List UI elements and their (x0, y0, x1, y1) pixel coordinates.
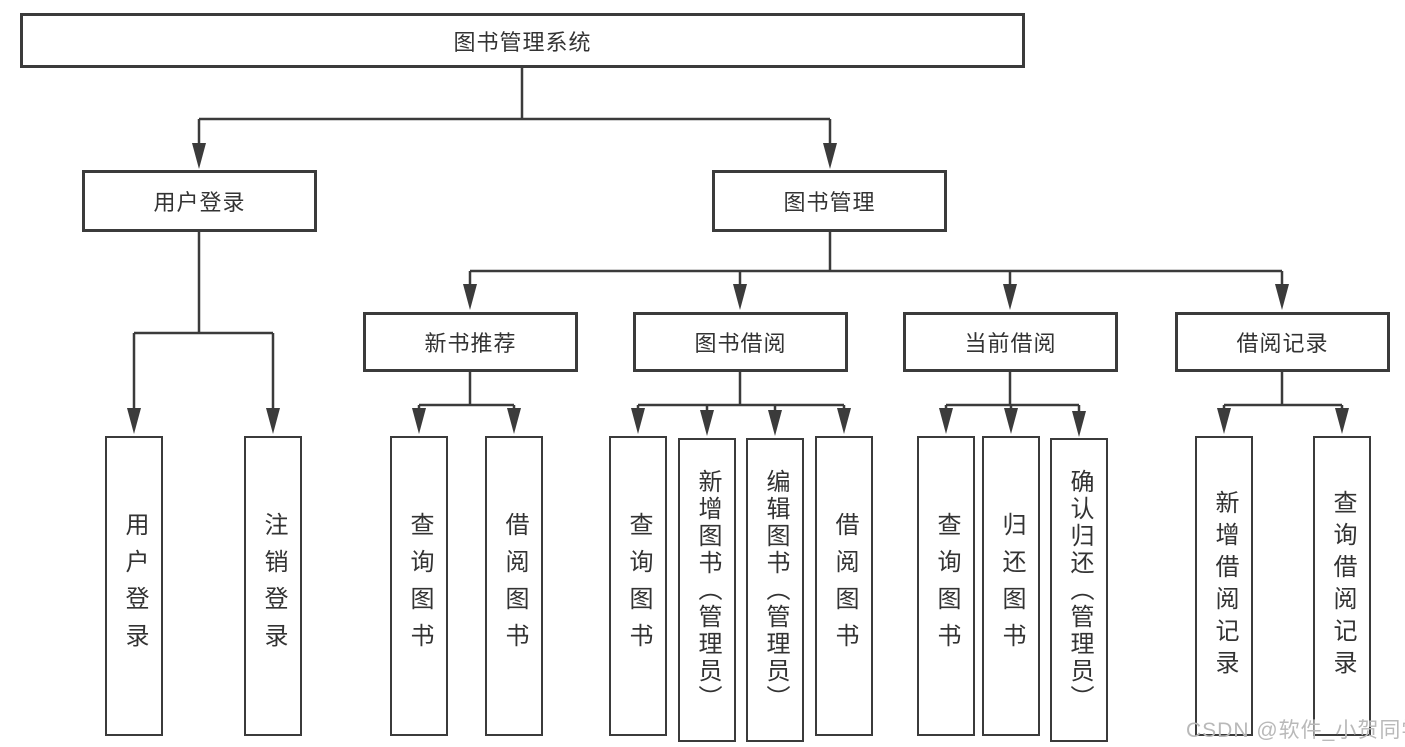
csdn-watermark: CSDN @软件_小贺同学 (1186, 719, 1405, 742)
node-book-borrowing: 图书借阅 (633, 312, 848, 372)
leaf-logout: 注销登录 (244, 436, 302, 736)
leaf-query-books-current: 查询图书 (917, 436, 975, 736)
node-label: 用户登录 (153, 190, 246, 215)
node-label: 注销登录 (260, 512, 287, 660)
node-label: 图书借阅 (694, 331, 787, 356)
node-label: 借阅图书 (501, 512, 528, 660)
leaf-borrow-books-borrowing: 借阅图书 (815, 436, 873, 736)
node-label: 图书管理系统 (453, 29, 592, 55)
node-borrowing-records: 借阅记录 (1175, 312, 1390, 372)
leaf-query-books-borrowing: 查询图书 (609, 436, 667, 736)
node-label: 查询图书 (625, 512, 652, 660)
node-user-login: 用户登录 (82, 170, 317, 232)
node-current-borrowing: 当前借阅 (903, 312, 1118, 372)
node-label: 用户登录 (121, 512, 148, 660)
node-label: 查询借阅记录 (1329, 490, 1356, 682)
leaf-query-books-recommend: 查询图书 (390, 436, 448, 736)
leaf-user-login: 用户登录 (105, 436, 163, 736)
node-label: 图书管理 (783, 190, 876, 215)
node-label: 查询图书 (406, 512, 433, 660)
node-label: 归还图书 (998, 512, 1025, 660)
leaf-confirm-return-admin: 确认归还（管理员） (1050, 438, 1108, 742)
node-label: 确认归还（管理员） (1066, 468, 1093, 712)
node-label: 当前借阅 (964, 331, 1057, 356)
node-label: 查询图书 (933, 512, 960, 660)
node-new-book-recommend: 新书推荐 (363, 312, 578, 372)
leaf-add-book-admin: 新增图书（管理员） (678, 438, 736, 742)
node-book-management: 图书管理 (712, 170, 947, 232)
leaf-add-borrowing-record: 新增借阅记录 (1195, 436, 1253, 736)
leaf-borrow-books-recommend: 借阅图书 (485, 436, 543, 736)
node-label: 新增借阅记录 (1211, 490, 1238, 682)
node-library-management-system: 图书管理系统 (20, 13, 1025, 68)
node-label: 编辑图书（管理员） (762, 468, 789, 712)
leaf-return-books: 归还图书 (982, 436, 1040, 736)
node-label: 借阅记录 (1236, 331, 1329, 356)
node-label: 新增图书（管理员） (694, 468, 721, 712)
leaf-query-borrowing-record: 查询借阅记录 (1313, 436, 1371, 736)
node-label: 借阅图书 (831, 512, 858, 660)
node-label: 新书推荐 (424, 331, 517, 356)
leaf-edit-book-admin: 编辑图书（管理员） (746, 438, 804, 742)
